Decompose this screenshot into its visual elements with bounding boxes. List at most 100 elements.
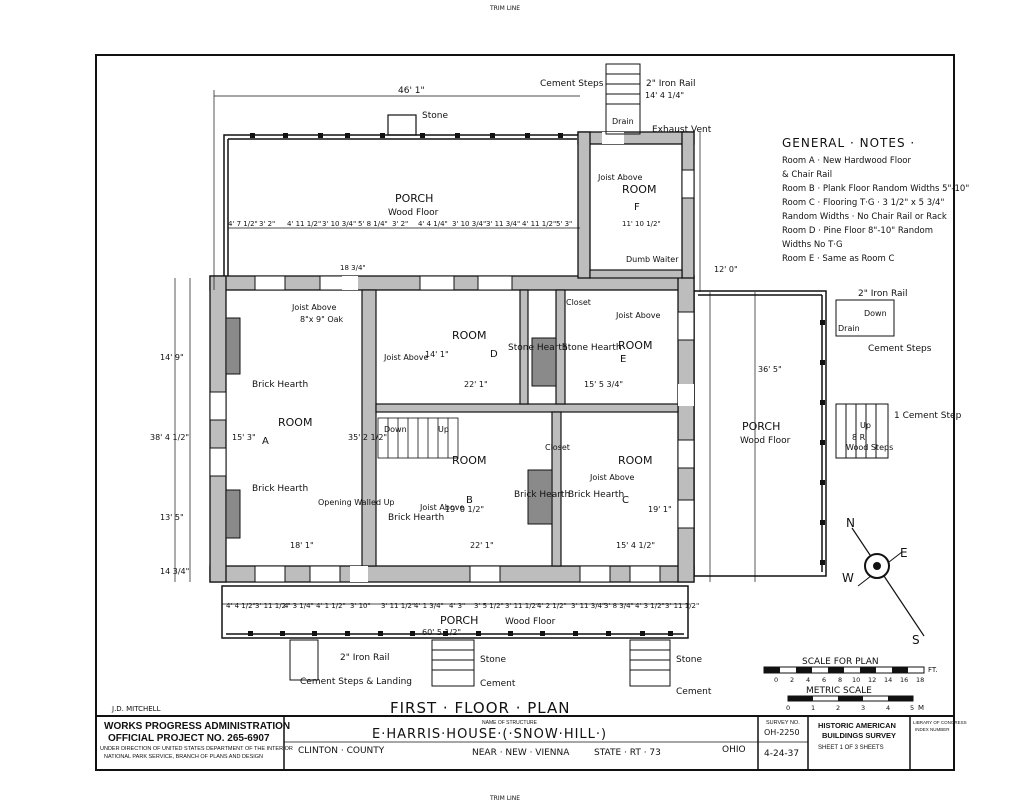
dim-15-4-1-2: 15' 4 1/2" [616, 541, 655, 550]
overall-width-dim: 46' 1" [398, 86, 425, 96]
joist-above-f: Joist Above [597, 173, 643, 182]
joist-above-a: Joist Above [291, 303, 337, 312]
south-steps [289, 639, 671, 687]
note-line-0: Room A · New Hardwood Floor [782, 156, 912, 166]
cement-steps-top: Cement Steps [540, 79, 604, 89]
wood-steps: Wood Steps [846, 443, 893, 452]
porch-bottom-dim-2: 4' 3 1/4" [284, 602, 314, 610]
scale-tick-0: 0 [774, 676, 778, 684]
compass-w: W [842, 571, 854, 585]
porch-bottom-dim-8: 3' 5 1/2" [474, 602, 504, 610]
library-line-2: INDEX NUMBER [915, 727, 950, 732]
brick-hearth-b: Brick Hearth [514, 490, 570, 500]
brick-hearth-a2: Brick Hearth [252, 484, 308, 494]
porch-bottom-dim-4: 3' 10" [350, 602, 371, 610]
joist-oak-size: 8"x 9" Oak [300, 315, 344, 324]
scale-tick-1: 2 [790, 676, 794, 684]
drain-right: Drain [838, 324, 860, 333]
one-cement-step: 1 Cement Step [894, 411, 962, 421]
interior-stair [377, 417, 459, 459]
room-b-label: ROOM [452, 454, 486, 467]
metric-title: METRIC SCALE [806, 686, 872, 696]
joist-above-d: Joist Above [383, 353, 429, 362]
down-right: Down [864, 309, 887, 318]
county: CLINTON · COUNTY [298, 746, 385, 756]
porch-bottom-dim-10: 4' 2 1/2" [537, 602, 567, 610]
opening-walled-up: Opening Walled Up [318, 498, 395, 507]
scale-tick-8: 16 [900, 676, 908, 684]
dim-15-5-3-4: 15' 5 3/4" [584, 380, 623, 389]
dim-left-3: 14 3/4" [160, 567, 189, 576]
stone-bottom-2: Stone [676, 655, 702, 665]
room-e-label: ROOM [618, 339, 652, 352]
joist-above-b: Joist Above [419, 503, 465, 512]
iron-rail-right: 2" Iron Rail [858, 289, 908, 299]
porch-bottom-dim-0: 4' 4 1/2" [226, 602, 256, 610]
east-steps [835, 299, 895, 459]
porch-top-dim-6: 4' 4 1/4" [418, 220, 448, 228]
porch-top-dim-5: 3' 2" [392, 220, 408, 228]
scale-tick-5: 10 [852, 676, 860, 684]
plan-labels: 46' 1" Stone Cement Steps 2" Iron Rail 1… [111, 79, 962, 717]
room-f-letter: F [634, 202, 640, 213]
structure-name: E·HARRIS·HOUSE·(·SNOW·HILL·) [372, 727, 607, 742]
dim-right-2: 36' 5" [758, 365, 782, 374]
habs-line-1: HISTORIC AMERICAN [818, 721, 896, 730]
compass-s: S [912, 633, 920, 647]
north-steps [605, 63, 641, 135]
porch-top-dim-7: 3' 10 3/4" [452, 220, 486, 228]
dimension-lines [174, 90, 756, 605]
porch-top-dim-3: 3' 10 3/4" [322, 220, 356, 228]
cement-steps-landing: Cement Steps & Landing [300, 677, 412, 687]
route: STATE · RT · 73 [594, 748, 661, 758]
agency-line-3: UNDER DIRECTION OF UNITED STATES DEPARTM… [100, 746, 293, 752]
scale-bar: SCALE FOR PLAN 0 2 4 6 8 10 12 14 16 18 … [763, 657, 938, 712]
dim-18-1: 18' 1" [290, 541, 314, 550]
eight-r: 8 R [852, 433, 866, 442]
general-notes: GENERAL · NOTES · Room A · New Hardwood … [782, 136, 969, 264]
east-porch-posts [820, 320, 825, 565]
scale-tick-2: 4 [806, 676, 810, 684]
agency-line-2: OFFICIAL PROJECT NO. 265-6907 [108, 733, 270, 744]
drain-top: Drain [612, 117, 634, 126]
state: OHIO [722, 745, 746, 755]
cement-steps-right: Cement Steps [868, 344, 932, 354]
note-line-7: Room E · Same as Room C [782, 254, 894, 264]
title-block: WORKS PROGRESS ADMINISTRATION OFFICIAL P… [95, 715, 967, 771]
north-porch-posts [250, 133, 563, 138]
south-porch-posts [248, 631, 673, 636]
dim-14-4: 14' 4 1/4" [645, 91, 684, 100]
trim-line-bottom: TRIM LINE [489, 795, 520, 802]
metric-tick-3: 3 [861, 704, 865, 712]
porch-bottom-dim-6: 4' 1 3/4" [414, 602, 444, 610]
cement-bottom-2: Cement [676, 687, 712, 697]
porch-top-dim-0: 4' 7 1/2" [228, 220, 258, 228]
dim-22-1b: 22' 1" [470, 541, 494, 550]
porch-south-label: PORCH [440, 614, 478, 627]
library-line-1: LIBRARY OF CONGRESS [913, 720, 967, 725]
porch-south-dim: 60' 5 1/2" [422, 628, 461, 637]
dim-room-a-d: 35' 2 1/2" [348, 433, 387, 442]
porch-bottom-dim-14: 3' 11 1/2" [665, 602, 699, 610]
agency-line-1: WORKS PROGRESS ADMINISTRATION [104, 721, 290, 732]
dim-right-1: 12' 0" [714, 265, 738, 274]
closet-e: Closet [566, 298, 591, 307]
brick-hearth-a1: Brick Hearth [252, 380, 308, 390]
interior-walls [361, 269, 683, 567]
note-line-1: & Chair Rail [782, 170, 832, 180]
room-c-letter: C [622, 495, 629, 506]
stone-step-north [387, 114, 417, 136]
stair-down: Down [384, 425, 407, 434]
dim-left-2: 13' 5" [160, 513, 184, 522]
porch-bottom-dim-1: 3' 11 1/2" [255, 602, 289, 610]
dumb-waiter: Dumb Waiter [626, 255, 679, 264]
porch-bottom-dim-5: 3' 11 1/2" [381, 602, 415, 610]
iron-rail-top: 2" Iron Rail [646, 79, 696, 89]
windows [209, 169, 695, 583]
dim-left-total: 38' 4 1/2" [150, 433, 189, 442]
plan-title: FIRST · FLOOR · PLAN [390, 699, 570, 717]
delineator: J.D. MITCHELL [111, 705, 161, 713]
dim-11-10: 11' 10 1/2" [622, 220, 661, 228]
